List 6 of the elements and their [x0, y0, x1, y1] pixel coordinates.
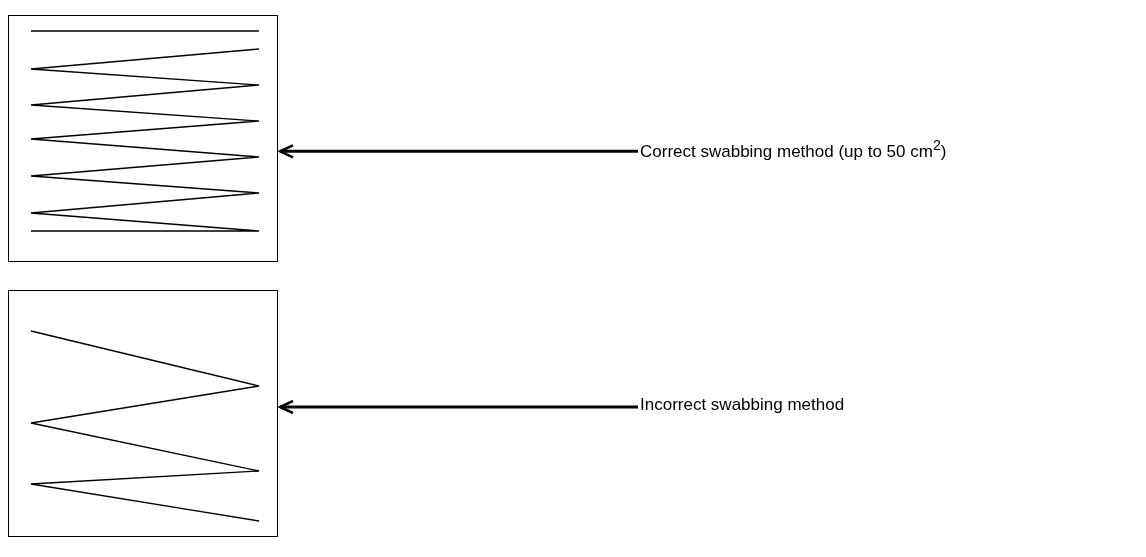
arrow: [277, 144, 638, 159]
zigzag-pattern-drawing: [8, 290, 278, 537]
caption-text: Correct swabbing method (up to 50 cm$^{2}$): [640, 137, 947, 162]
caption-text: Incorrect swabbing method: [640, 395, 845, 415]
zigzag-pattern-drawing: [8, 15, 278, 262]
arrow: [277, 399, 638, 415]
